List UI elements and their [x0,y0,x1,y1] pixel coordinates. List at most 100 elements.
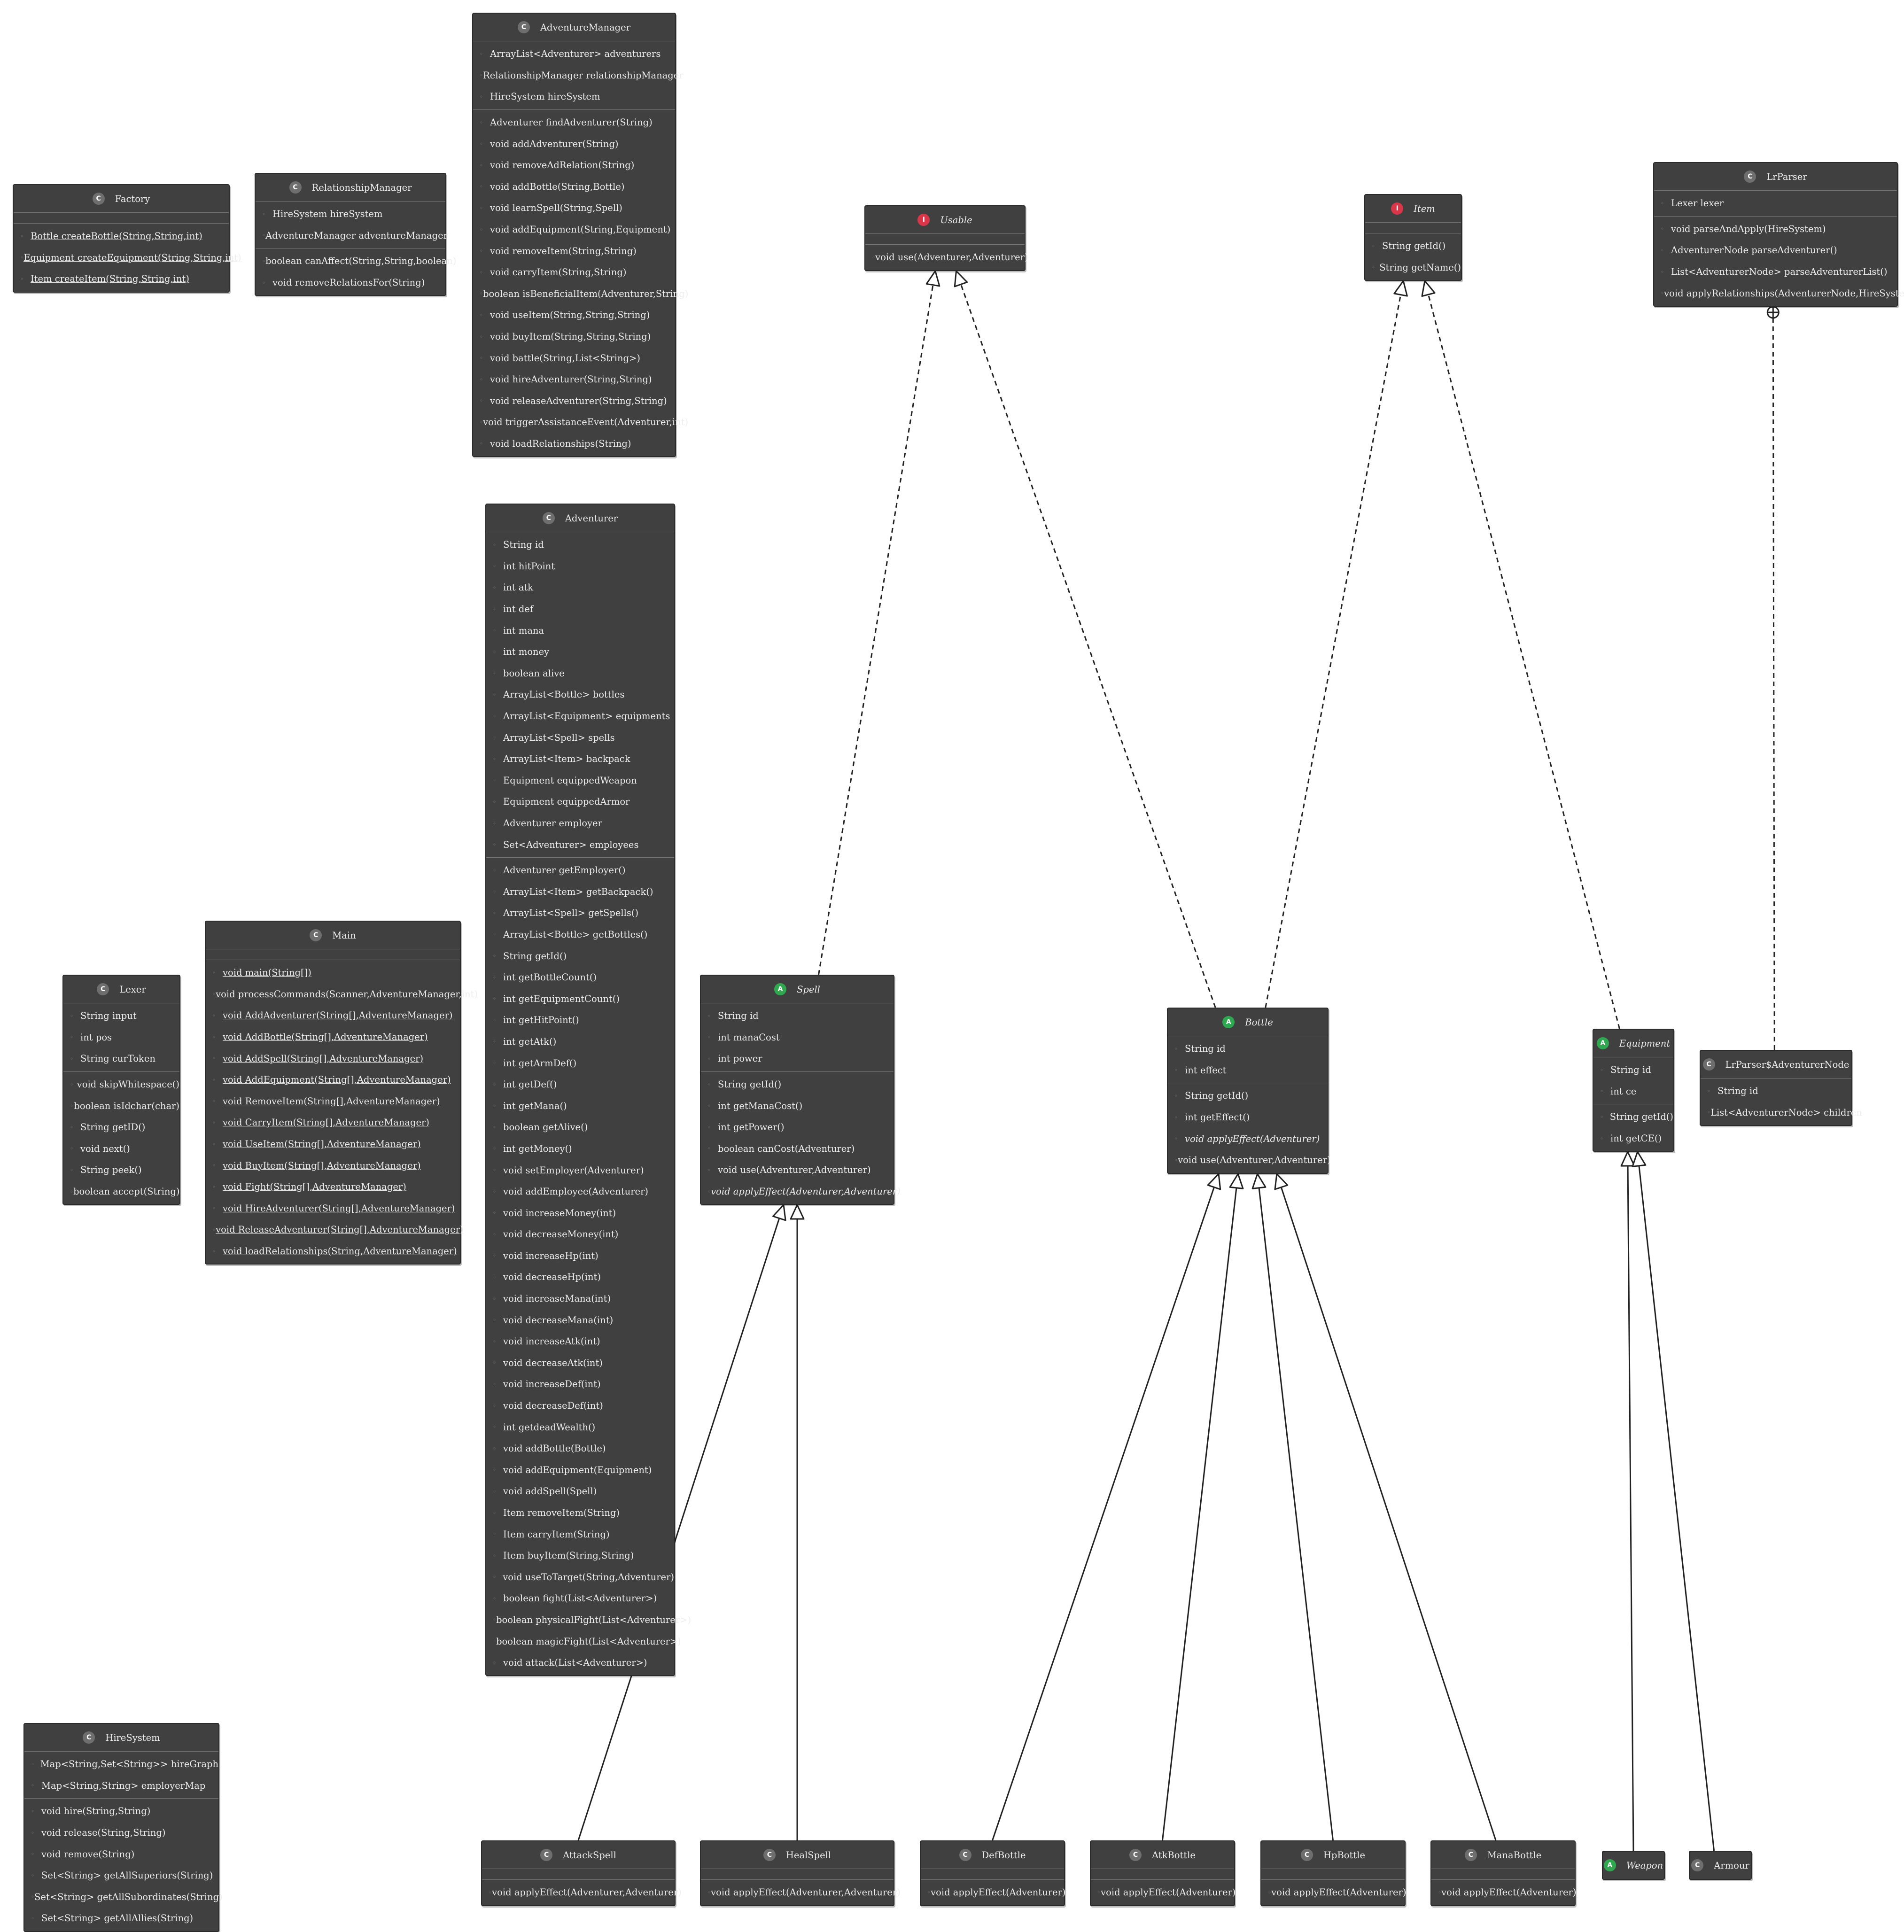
method-text: void HireAdventurer(String[],AdventureMa… [223,1203,455,1214]
method-text: int getArmDef() [503,1057,577,1069]
field-row: ◦Map<String,Set<String>> hireGraph [24,1754,218,1775]
method-row: ◦void next() [63,1138,179,1160]
class-stereotype-icon: C [1702,1058,1715,1071]
method-text: boolean canCost(Adventurer) [718,1143,855,1154]
method-text: int getDef() [503,1079,557,1090]
method-row: ◦Set<String> getAllSuperiors(String) [24,1865,218,1886]
method-row: ◦void loadRelationships(String) [473,433,675,455]
method-row: ◦void use(Adventurer,Adventurer) [865,247,1028,268]
visibility-icon: ◦ [70,1081,74,1088]
visibility-icon: ◦ [707,1889,711,1896]
hollow-arrowhead-icon [1632,1151,1647,1167]
method-row: ◦ArrayList<Spell> getSpells() [486,902,674,924]
method-row: ◦Adventurer getEmployer() [486,860,674,881]
method-text: int getEffect() [1185,1112,1250,1123]
field-text: String curToken [80,1053,155,1064]
field-row: ◦String id [701,1005,894,1027]
visibility-icon: ◦ [1661,247,1664,254]
visibility-icon: ◦ [1372,242,1376,249]
method-text: void increaseMana(int) [503,1293,611,1304]
visibility-icon: ◦ [493,1616,497,1623]
field-text: Map<String,Set<String>> hireGraph [40,1759,218,1770]
class-name: Bottle [1245,1016,1273,1028]
field-text: int power [718,1053,762,1064]
field-text: String id [503,539,544,551]
visibility-icon: ◦ [1661,290,1664,297]
method-row: ◦void attack(List<Adventurer>) [486,1652,674,1674]
visibility-icon: ◦ [212,991,216,998]
class-name: AtkBottle [1152,1849,1196,1861]
visibility-icon: ◦ [480,333,483,340]
methods-section: ◦boolean canAffect(String,String,boolean… [256,248,456,295]
method-text: ArrayList<Bottle> getBottles() [503,929,648,940]
abstract-stereotype-icon: A [1596,1037,1609,1049]
method-text: Adventurer findAdventurer(String) [490,117,653,128]
class-name: DefBottle [981,1849,1026,1861]
method-row: ◦boolean accept(String) [63,1181,180,1203]
visibility-icon: ◦ [493,777,497,784]
hollow-arrowhead-icon [1274,1173,1289,1190]
visibility-icon: ◦ [480,248,483,255]
visibility-icon: ◦ [480,355,483,362]
method-row: ◦void applyEffect(Adventurer) [1091,1882,1236,1903]
methods-section: ◦String getId()◦String getName() [1365,233,1461,280]
hollow-arrowhead-icon [1393,280,1408,297]
class-name: Weapon [1626,1860,1663,1871]
method-text: void decreaseHp(int) [503,1272,601,1283]
method-row: ◦Item carryItem(String) [486,1523,674,1545]
visibility-icon: ◦ [493,1188,497,1195]
visibility-icon: ◦ [493,584,497,591]
method-row: ◦void removeAdRelation(String) [473,155,675,176]
field-row: ◦int def [486,598,674,620]
method-text: void next() [80,1143,130,1154]
visibility-icon: ◦ [493,1252,497,1259]
method-text: void triggerAssistanceEvent(Adventurer,i… [483,417,689,428]
methods-section: ◦void skipWhitespace()◦boolean isIdchar(… [63,1072,180,1204]
method-text: void use(Adventurer,Adventurer) [718,1164,871,1176]
visibility-icon: ◦ [480,376,483,383]
generalization-edge-attackspell-to-spell [577,1218,780,1841]
fields-section [921,1869,1064,1880]
field-text: Map<String,String> employerMap [41,1780,206,1791]
visibility-icon: ◦ [212,1076,216,1083]
fields-section: ◦String id◦int hitPoint◦int atk◦int def◦… [486,532,674,858]
field-row: ◦ArrayList<Adventurer> adventurers [473,43,675,65]
visibility-icon: ◦ [493,541,497,548]
method-text: Equipment createEquipment(String,String,… [23,252,241,263]
method-text: void main(String[]) [223,967,311,978]
visibility-icon: ◦ [1600,1066,1604,1073]
field-text: int def [503,604,534,615]
method-row: ◦void decreaseAtk(int) [486,1352,674,1374]
method-row: ◦void removeItem(String,String) [473,240,675,262]
field-row: ◦ String id [486,534,674,556]
field-row: ◦List<AdventurerNode> children [1701,1102,1862,1124]
visibility-icon: ◦ [493,1424,497,1431]
method-text: void RemoveItem(String[],AdventureManage… [223,1095,440,1107]
method-text: String getId() [718,1079,782,1090]
method-text: Item carryItem(String) [503,1529,610,1540]
method-row: ◦boolean canAffect(String,String,boolean… [256,250,456,272]
